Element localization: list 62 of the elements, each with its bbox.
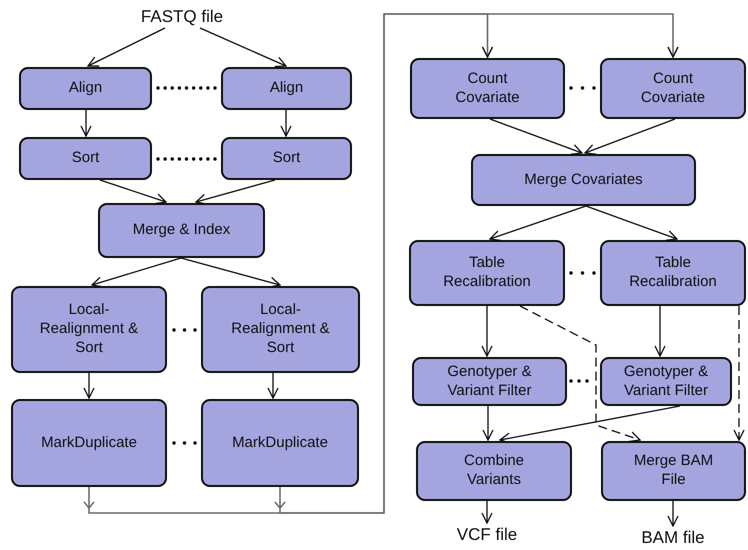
arrow (274, 13, 679, 514)
process-box (201, 286, 360, 373)
step-label: Count Covariate (454, 70, 521, 108)
arrow (482, 406, 494, 441)
arrow (83, 373, 95, 399)
arrow (80, 110, 92, 137)
process-box (19, 67, 152, 110)
step-label: Genotyper & Variant Filter (622, 362, 710, 400)
process-box (416, 441, 572, 501)
process-box (11, 399, 167, 487)
step-label: Align (68, 79, 102, 98)
arrow (195, 179, 276, 205)
process-box (98, 203, 265, 258)
arrow (87, 27, 166, 67)
step-label: Table Recalibration (442, 254, 532, 292)
process-box (412, 357, 567, 406)
process-box (600, 58, 746, 119)
process-box (410, 58, 565, 119)
step-label: Count Covariate (640, 70, 706, 108)
arrow (200, 27, 287, 68)
arrow (91, 257, 182, 288)
arrow (481, 501, 493, 524)
arrow (584, 118, 676, 155)
arrow (490, 118, 583, 155)
process-box (409, 240, 565, 306)
process-box (221, 67, 352, 110)
process-box (600, 357, 732, 406)
step-label: MarkDuplicate (232, 434, 328, 452)
process-box (201, 399, 359, 487)
step-label: MarkDuplicate (41, 434, 137, 452)
arrow (667, 501, 679, 527)
arrow (586, 205, 678, 241)
arrow (280, 110, 292, 137)
file-label: VCF file (447, 524, 527, 546)
process-box (221, 137, 352, 180)
arrow (654, 306, 666, 357)
file-label: BAM file (633, 527, 713, 549)
arrow (481, 306, 493, 357)
step-label: Sort (72, 149, 100, 168)
step-label: Sort (272, 149, 300, 168)
process-box (601, 441, 746, 501)
step-label: Align (270, 79, 304, 98)
arrow (267, 373, 279, 399)
arrow (499, 405, 680, 444)
dashed-arrow (520, 305, 641, 442)
process-box (471, 154, 696, 206)
arrow (489, 205, 586, 242)
step-label: Merge BAM File (632, 452, 714, 490)
step-label: Table Recalibration (628, 254, 718, 292)
step-label: Merge Covariates (524, 170, 643, 190)
step-label: Genotyper & Variant Filter (446, 362, 533, 400)
step-label: Local- Realignment & Sort (38, 301, 140, 358)
process-box (19, 137, 152, 180)
arrow (100, 179, 167, 204)
file-label: FASTQ file (127, 6, 237, 28)
arrow (180, 257, 281, 288)
dashed-arrow (733, 306, 745, 441)
process-box (11, 286, 167, 373)
step-label: Local- Realignment & Sort (230, 301, 331, 358)
step-label: Merge & Index (132, 221, 230, 240)
process-box (600, 240, 746, 306)
step-label: Combine Variants (462, 452, 526, 490)
